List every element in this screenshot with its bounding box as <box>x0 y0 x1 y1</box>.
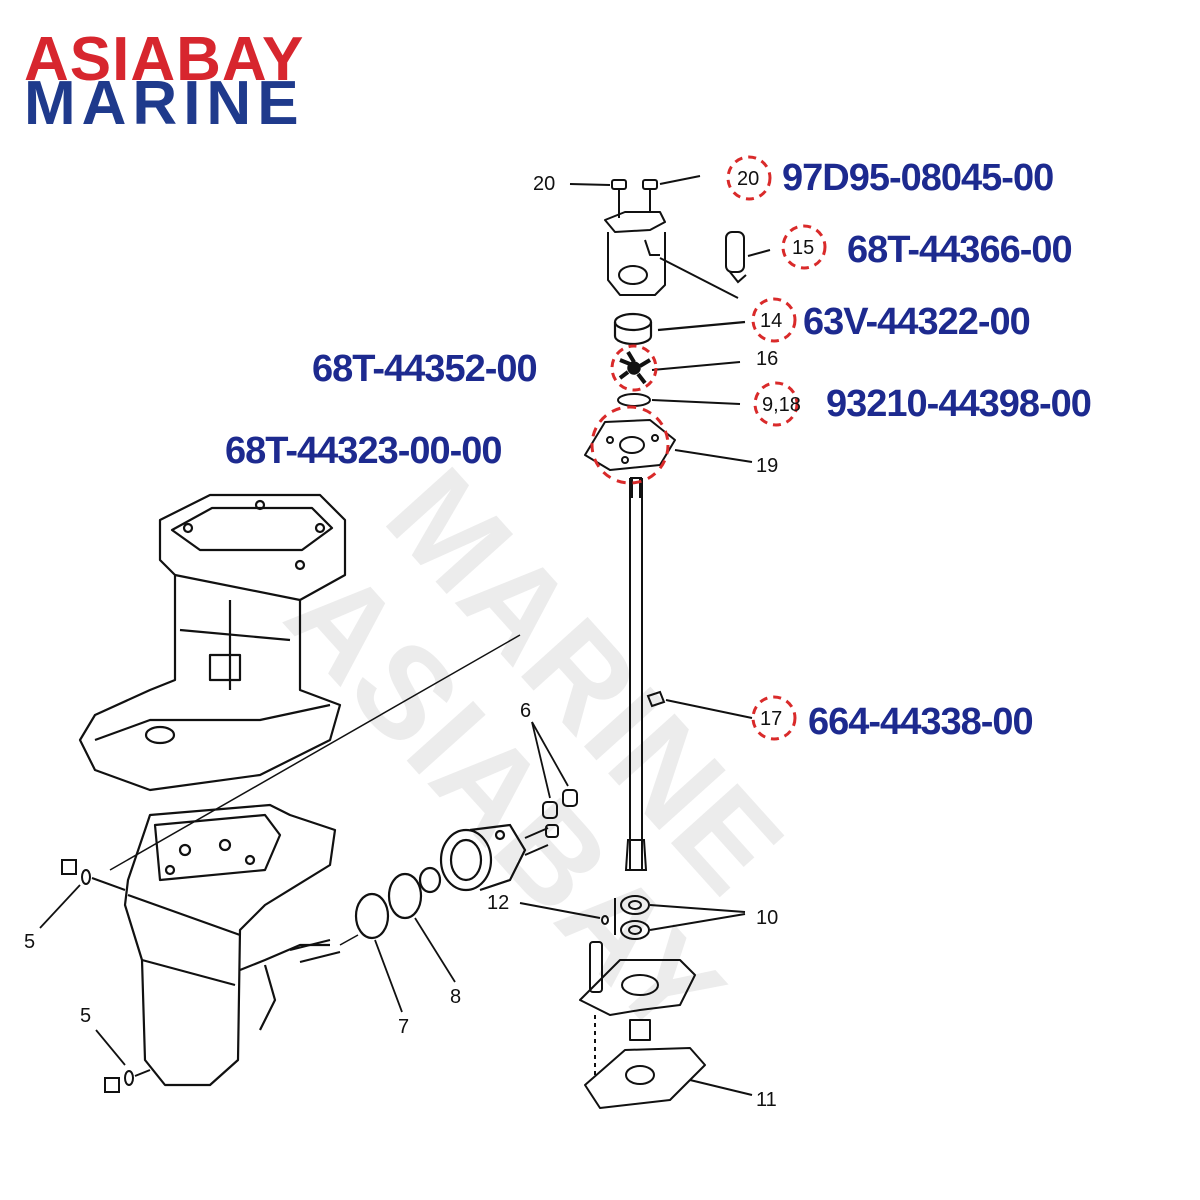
leader-lines <box>39 721 569 1066</box>
bolts-20 <box>569 175 701 218</box>
water-tube-15 <box>659 231 771 299</box>
ref-20-left: 20 <box>533 173 555 195</box>
drive-shaft-housing <box>78 493 347 792</box>
gearcase <box>123 803 337 1087</box>
ref-10: 10 <box>756 907 778 929</box>
highlighted-references: 20 15 14 9,18 17 <box>590 155 827 741</box>
part-number-17: 664-44338-00 <box>808 701 1033 743</box>
bolts-6 <box>524 789 578 856</box>
ref-19: 19 <box>756 455 778 477</box>
ref-11: 11 <box>756 1089 777 1111</box>
ref-6: 6 <box>520 700 531 722</box>
ref-5-top: 5 <box>24 931 35 953</box>
part-number-14: 63V-44322-00 <box>803 301 1030 343</box>
ref-15: 15 <box>792 237 814 259</box>
ref-12: 12 <box>487 892 509 914</box>
bearings-10 <box>614 895 746 940</box>
brand-logo: ASIABAY MARINE <box>24 25 305 138</box>
drive-shaft <box>624 477 648 871</box>
gasket-11 <box>584 1047 753 1109</box>
ref-9-18: 9,18 <box>762 394 801 416</box>
bearing-housing <box>418 823 527 894</box>
ref-16: 16 <box>756 348 778 370</box>
ref-17: 17 <box>760 708 782 730</box>
brand-line2: MARINE <box>24 69 305 138</box>
ref-7: 7 <box>398 1016 409 1038</box>
part-numbers: 97D95-08045-00 68T-44366-00 63V-44322-00… <box>225 157 1093 744</box>
part-number-16: 68T-44352-00 <box>312 348 537 390</box>
reference-numbers: 20 16 19 6 5 5 12 10 8 7 11 <box>24 173 778 1111</box>
insert-cartridge-14 <box>613 312 746 346</box>
alignment-line <box>109 634 521 871</box>
part-number-19: 68T-44323-00-00 <box>225 430 502 472</box>
impeller-16 <box>618 350 741 385</box>
o-ring-7 <box>354 892 390 940</box>
propeller-shaft <box>289 939 341 963</box>
pin-12 <box>519 902 609 925</box>
watermark: ASIABAY MARINE <box>259 441 811 1065</box>
ref-14: 14 <box>760 310 782 332</box>
woodruff-key-17 <box>646 690 753 719</box>
outer-plate-19 <box>584 419 753 471</box>
ref-20: 20 <box>737 168 759 190</box>
o-ring-9-18 <box>617 393 741 407</box>
o-ring-8 <box>387 872 423 920</box>
brand-line1: ASIABAY <box>24 25 304 94</box>
part-number-15: 68T-44366-00 <box>847 229 1072 271</box>
part-number-20: 97D95-08045-00 <box>782 157 1053 199</box>
ref-8: 8 <box>450 986 461 1008</box>
water-pump-housing <box>604 211 666 296</box>
bolt-5-top <box>61 859 126 891</box>
part-number-9-18: 93210-44398-00 <box>826 383 1091 425</box>
bolt-5-bottom <box>104 1069 151 1093</box>
ref-5-bottom: 5 <box>80 1005 91 1027</box>
lower-pump-housing <box>579 941 696 1075</box>
